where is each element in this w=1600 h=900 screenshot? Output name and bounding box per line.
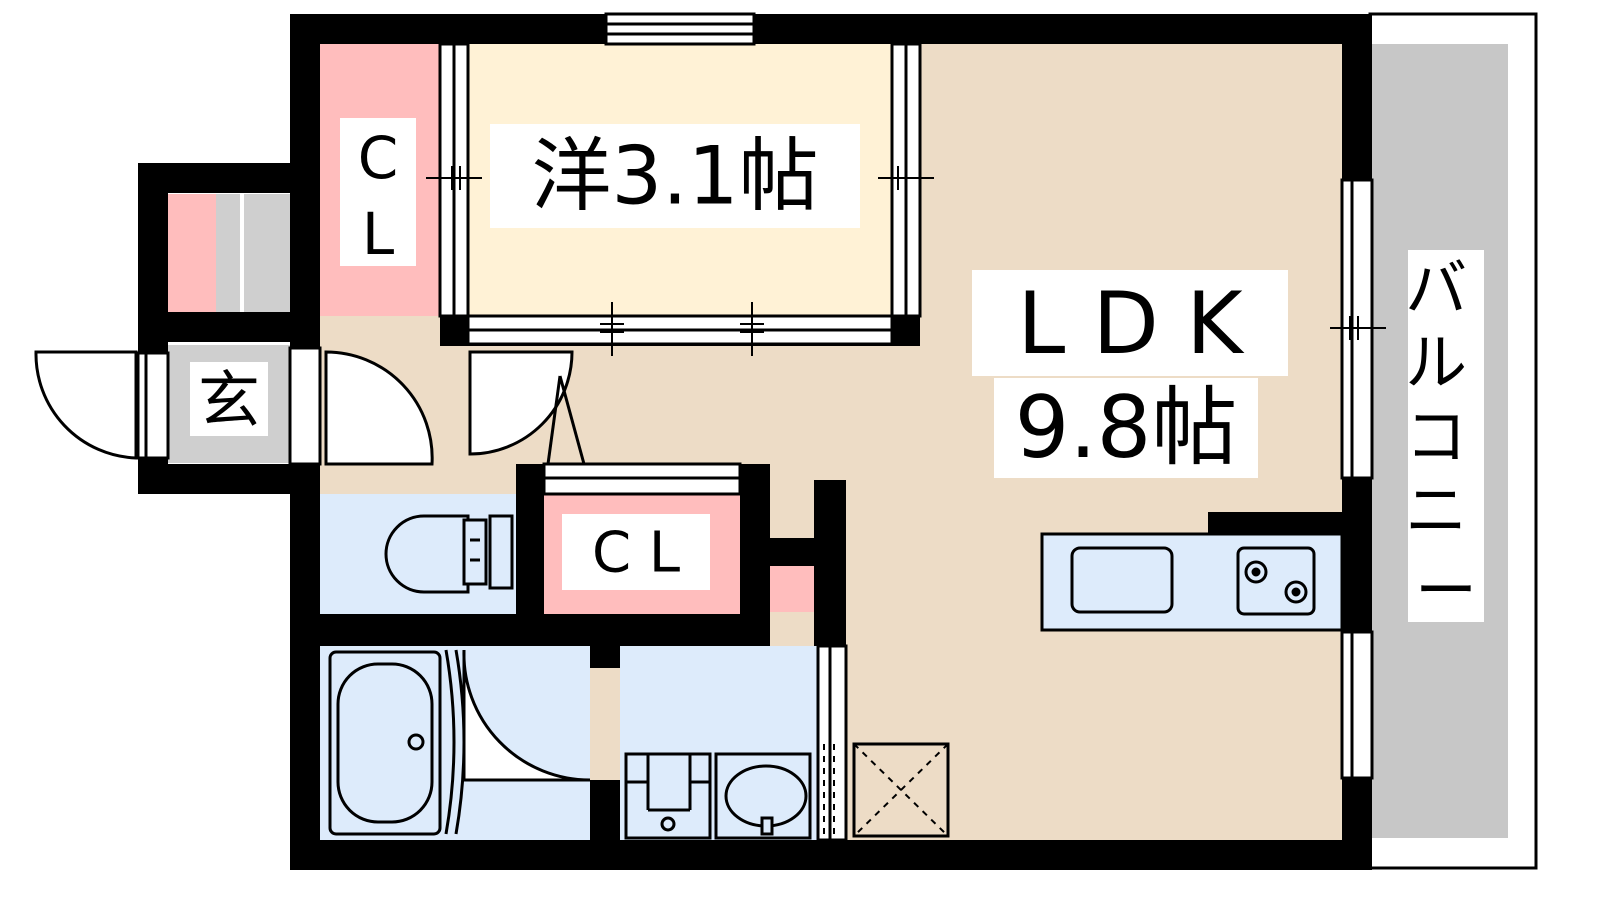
door-swings (34, 350, 591, 782)
ldk-label: L D K (1017, 274, 1245, 374)
shoe-closet (168, 194, 216, 312)
sliding-doors (438, 42, 922, 842)
ldk-size-label: 9.8帖 (1015, 378, 1238, 478)
bath-door (444, 649, 466, 835)
entrance-label: 玄 (198, 364, 260, 437)
washing-machine-icon (624, 752, 712, 840)
entrance-label-bg (190, 362, 268, 436)
toilet-icon (384, 514, 514, 594)
closet-mid-label-bg (562, 514, 710, 590)
balcony-char-3: コ (1405, 400, 1467, 473)
small-storage (770, 566, 814, 612)
closet-top-label-c: C (358, 124, 399, 192)
closet-top-label-l: L (362, 200, 394, 268)
tick-marks (426, 166, 1386, 356)
balcony-char-4: ニ (1405, 474, 1467, 547)
ldk-size-bg (994, 378, 1258, 478)
washbasin-icon (714, 752, 812, 840)
sink-icon (1070, 546, 1174, 614)
step-marks (823, 744, 835, 838)
balcony-label-bg (1408, 250, 1484, 622)
closet-top-label-bg (340, 118, 416, 266)
balcony-char-2: ル (1405, 326, 1467, 399)
fridge-space-icon (852, 742, 950, 838)
balcony-char-5: ー (1415, 554, 1477, 627)
ldk-label-bg (972, 270, 1288, 376)
shoe-closet-strip (216, 194, 290, 312)
closet-mid-label: C L (592, 521, 680, 586)
bathtub-icon (328, 650, 442, 836)
kitchen-counter (1040, 532, 1344, 632)
stove-icon (1236, 546, 1316, 616)
western-room-label: 洋3.1帖 (531, 130, 818, 223)
balcony-char-1: バ (1405, 252, 1467, 325)
western-room-label-bg (490, 124, 860, 228)
balcony-label: バ ル コ ニ ー (1405, 252, 1487, 627)
